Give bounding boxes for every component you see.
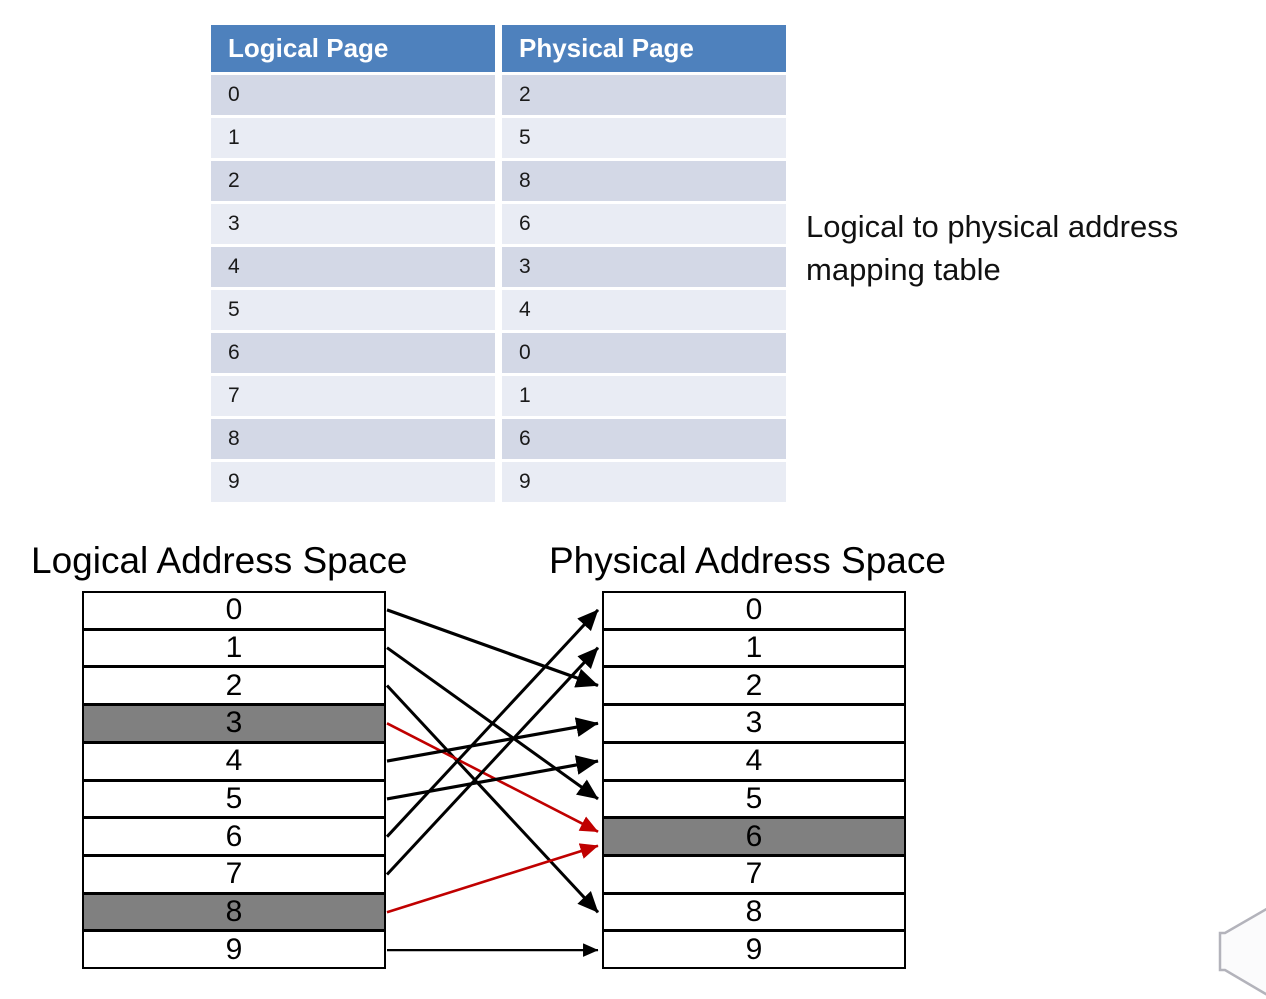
- mapping-arrow-5-to-4: [387, 761, 598, 799]
- mapping-arrow-6-to-0: [387, 610, 598, 837]
- address-cell: 1: [604, 631, 904, 669]
- mapping-table-row: 43: [211, 247, 786, 287]
- address-cell: 9: [84, 932, 384, 967]
- logical-page-cell: 4: [211, 247, 495, 287]
- column-header-physical-page: Physical Page: [502, 25, 786, 72]
- mapping-table-row: 28: [211, 161, 786, 201]
- physical-page-cell: 3: [502, 247, 786, 287]
- mapping-table-row: 86: [211, 419, 786, 459]
- mapping-table-row: 02: [211, 75, 786, 115]
- logical-page-cell: 0: [211, 75, 495, 115]
- address-cell: 4: [604, 744, 904, 782]
- physical-page-cell: 9: [502, 462, 786, 502]
- mapping-arrow-2-to-8: [387, 686, 598, 913]
- mapping-table-row: 36: [211, 204, 786, 244]
- mapping-table-row: 99: [211, 462, 786, 502]
- address-cell: 7: [604, 857, 904, 895]
- physical-page-cell: 1: [502, 376, 786, 416]
- mapping-table: Logical Page Physical Page 0215283643546…: [211, 25, 786, 505]
- next-slide-arrow-icon[interactable]: [1220, 884, 1266, 999]
- address-cell: 1: [84, 631, 384, 669]
- mapping-table-row: 60: [211, 333, 786, 373]
- mapping-arrow-3-to-6: [387, 723, 598, 831]
- physical-page-cell: 2: [502, 75, 786, 115]
- address-cell: 0: [604, 593, 904, 631]
- address-cell: 5: [604, 782, 904, 820]
- logical-page-cell: 6: [211, 333, 495, 373]
- physical-page-cell: 6: [502, 204, 786, 244]
- physical-address-space-title: Physical Address Space: [549, 540, 946, 582]
- address-cell: 0: [84, 593, 384, 631]
- logical-page-cell: 9: [211, 462, 495, 502]
- physical-page-cell: 8: [502, 161, 786, 201]
- address-cell: 5: [84, 782, 384, 820]
- logical-page-cell: 2: [211, 161, 495, 201]
- mapping-table-caption: Logical to physical address mapping tabl…: [806, 206, 1266, 292]
- address-cell: 9: [604, 932, 904, 967]
- mapping-arrow-4-to-3: [387, 723, 598, 761]
- physical-address-space-table: 0123456789: [602, 591, 906, 969]
- mapping-arrow-8-to-6: [387, 846, 598, 913]
- address-cell: 7: [84, 857, 384, 895]
- address-cell: 2: [604, 668, 904, 706]
- logical-page-cell: 8: [211, 419, 495, 459]
- mapping-table-row: 54: [211, 290, 786, 330]
- physical-page-cell: 0: [502, 333, 786, 373]
- logical-page-cell: 3: [211, 204, 495, 244]
- physical-page-cell: 4: [502, 290, 786, 330]
- address-cell: 8: [84, 895, 384, 933]
- address-cell: 3: [84, 706, 384, 744]
- address-cell: 4: [84, 744, 384, 782]
- logical-page-cell: 5: [211, 290, 495, 330]
- address-cell: 6: [604, 819, 904, 857]
- logical-page-cell: 7: [211, 376, 495, 416]
- mapping-table-row: 15: [211, 118, 786, 158]
- mapping-table-header: Logical Page Physical Page: [211, 25, 786, 72]
- mapping-arrow-7-to-1: [387, 648, 598, 875]
- mapping-arrow-0-to-2: [387, 610, 598, 686]
- physical-page-cell: 6: [502, 419, 786, 459]
- logical-page-cell: 1: [211, 118, 495, 158]
- mapping-table-row: 71: [211, 376, 786, 416]
- mapping-arrow-1-to-5: [387, 648, 598, 799]
- column-header-logical-page: Logical Page: [211, 25, 495, 72]
- physical-page-cell: 5: [502, 118, 786, 158]
- address-cell: 3: [604, 706, 904, 744]
- address-cell: 6: [84, 819, 384, 857]
- mapping-table-body: 02152836435460718699: [211, 75, 786, 502]
- address-cell: 8: [604, 895, 904, 933]
- address-cell: 2: [84, 668, 384, 706]
- logical-address-space-title: Logical Address Space: [31, 540, 407, 582]
- logical-address-space-table: 0123456789: [82, 591, 386, 969]
